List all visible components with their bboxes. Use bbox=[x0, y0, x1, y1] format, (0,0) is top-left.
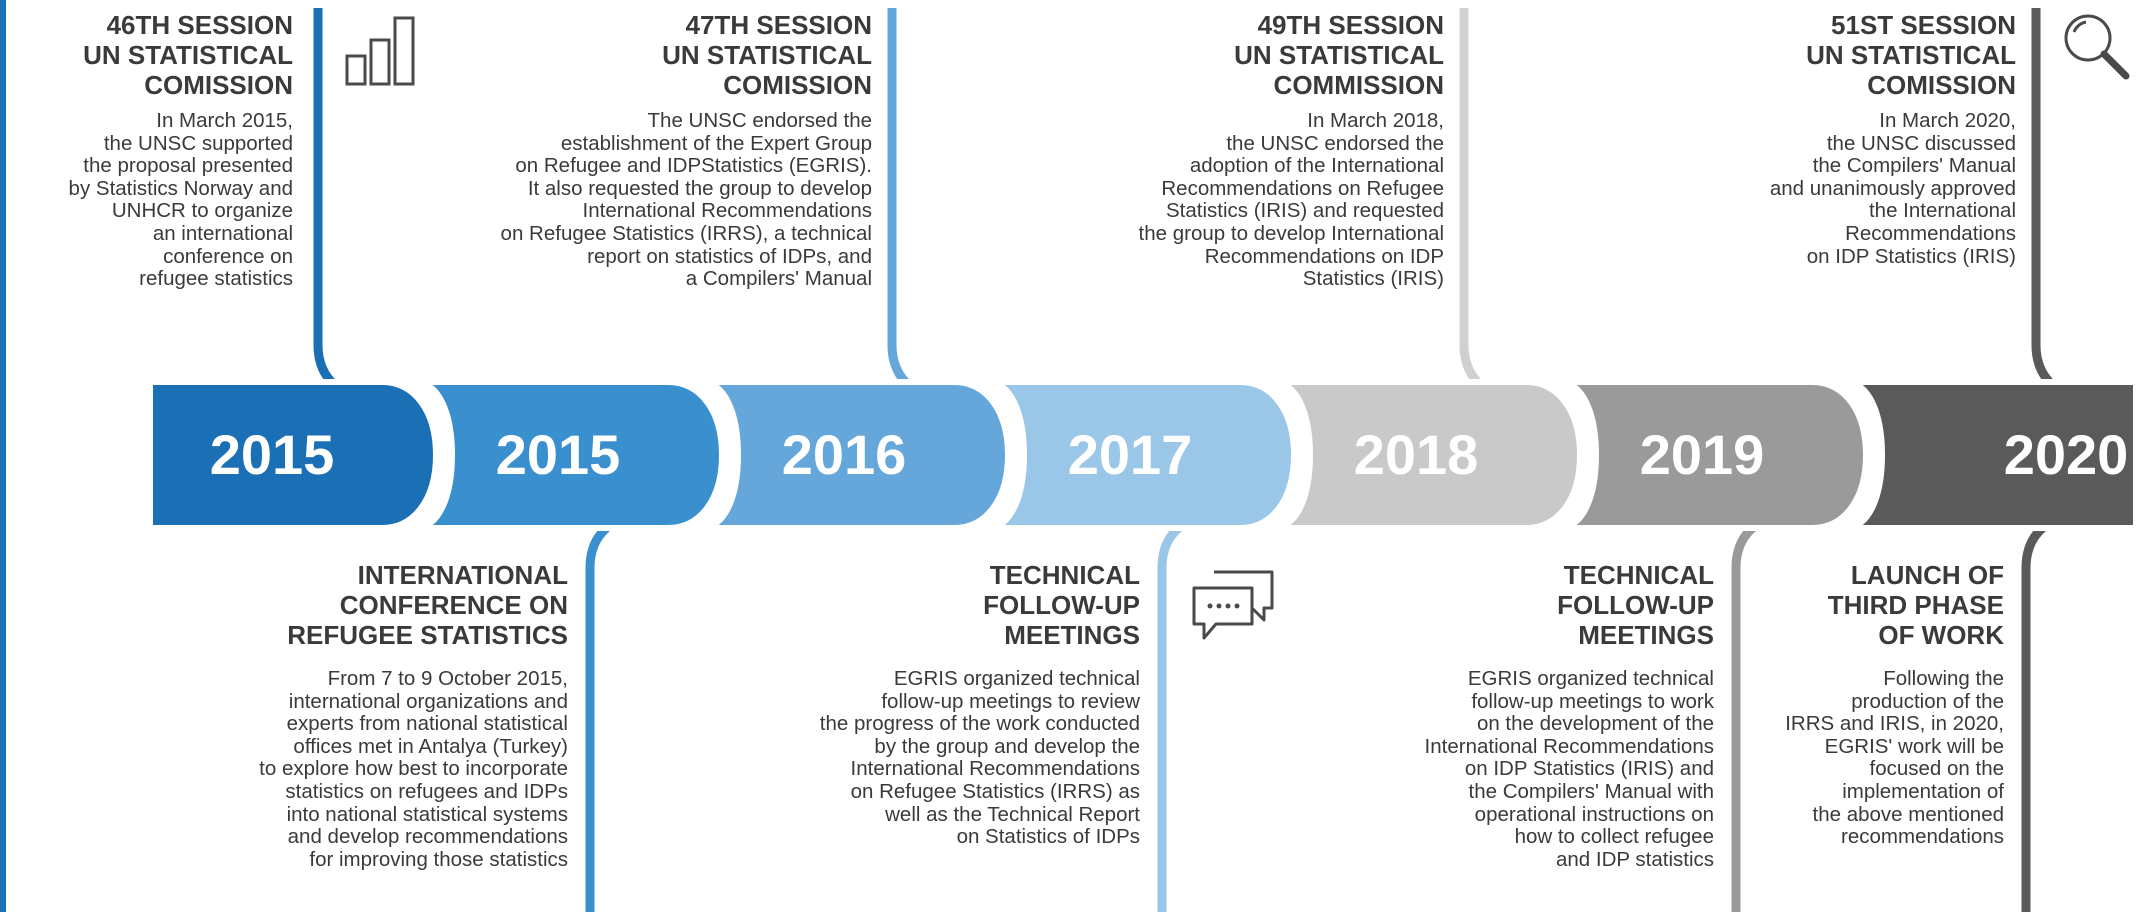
timeline-year-label: 2016 bbox=[782, 423, 907, 486]
timeline-year-label: 2015 bbox=[496, 423, 621, 486]
timeline-arrow-2017 bbox=[987, 379, 1298, 531]
bar-chart-icon bbox=[345, 16, 415, 86]
timeline-arrow-2018 bbox=[1273, 379, 1584, 531]
timeline-year-label: 2019 bbox=[1640, 423, 1765, 486]
magnifier-icon bbox=[2064, 14, 2130, 80]
timeline-arrow-2016 bbox=[701, 379, 1012, 531]
timeline-year-label: 2017 bbox=[1068, 423, 1193, 486]
timeline-arrow-2019 bbox=[1559, 379, 1870, 531]
chat-bubbles-icon bbox=[1192, 570, 1274, 640]
timeline-year-label: 2015 bbox=[210, 423, 335, 486]
left-frame-edge bbox=[0, 0, 6, 912]
timeline-year-label: 2020 bbox=[2004, 423, 2129, 486]
timeline-year-label: 2018 bbox=[1354, 423, 1479, 486]
timeline-arrow-2015 bbox=[147, 379, 440, 531]
timeline-arrow-2020 bbox=[1845, 379, 2136, 531]
timeline-arrow-2015 bbox=[415, 379, 726, 531]
event-description: From 7 to 9 October 2015,international o… bbox=[259, 667, 568, 871]
